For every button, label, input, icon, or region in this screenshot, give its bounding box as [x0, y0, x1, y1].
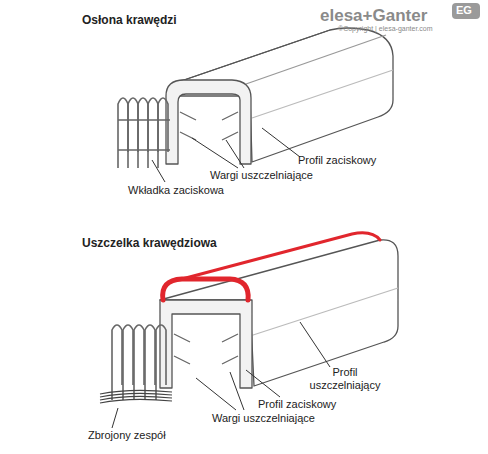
clamp-insert	[118, 98, 170, 168]
part-label: Wargi uszczelniające	[210, 169, 313, 182]
insert-loop	[156, 325, 166, 400]
insert-loop	[123, 325, 133, 400]
insert-loop	[145, 325, 155, 400]
clamp-tongue	[128, 98, 138, 168]
part-label: Profil zaciskowy	[258, 398, 336, 411]
logo-badge-text: EG	[456, 4, 472, 17]
part-label: Profil zaciskowy	[298, 154, 376, 167]
part-label: Zbrojony zespół	[88, 429, 166, 442]
section-heading: Uszczelka krawędziowa	[82, 236, 217, 250]
reinforcement-wire	[100, 399, 172, 403]
edge-seal-profile	[160, 240, 398, 388]
clamp-tongue	[118, 98, 128, 168]
section-heading: Osłona krawędzi	[82, 13, 177, 27]
part-label: Wkładka zaciskowa	[128, 184, 224, 197]
insert-loop	[134, 325, 144, 400]
clamp-tongue	[158, 98, 168, 168]
clamp-band	[118, 120, 170, 150]
reinforced-insert	[100, 325, 172, 403]
brand-logo: elesa+Ganter	[320, 6, 427, 26]
part-label: Profil uszczelniający	[300, 366, 390, 392]
leader-lines	[112, 128, 330, 428]
part-label: Wargi uszczelniające	[212, 412, 315, 425]
copyright-watermark: ©Copyright | elesa-ganter.com	[338, 25, 433, 33]
insert-loop	[112, 325, 122, 400]
clamp-tongue	[148, 98, 158, 168]
clamp-tongue	[138, 98, 148, 168]
logo-badge	[452, 3, 480, 19]
